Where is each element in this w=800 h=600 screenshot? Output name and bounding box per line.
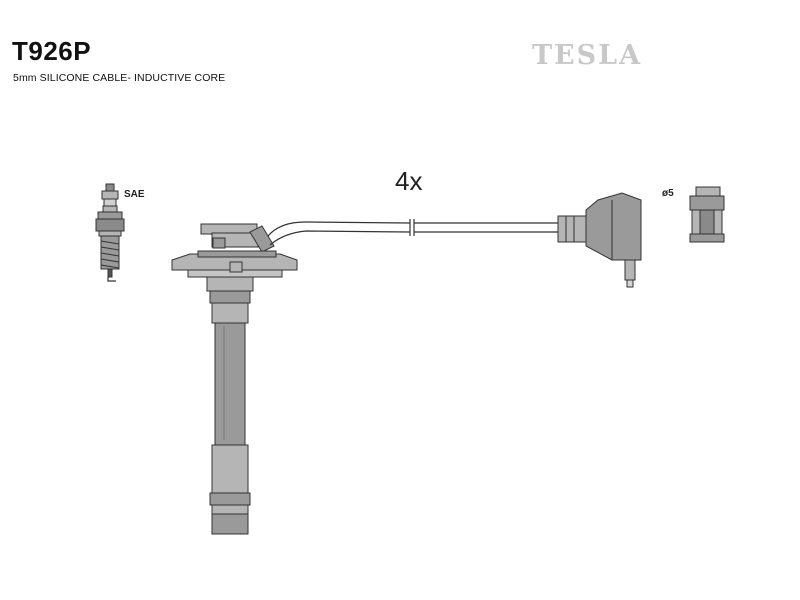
spark-plug-icon	[95, 183, 125, 282]
cable-spec-subtitle: 5mm SILICONE CABLE- INDUCTIVE CORE	[13, 72, 226, 84]
spark-plug-label: SAE	[124, 189, 145, 200]
ignition-cable	[267, 219, 560, 246]
part-number-title: T926P	[12, 36, 92, 66]
angled-plug-boot-icon	[557, 192, 642, 288]
terminal-connector-icon	[689, 186, 725, 243]
terminal-diameter-label: ø5	[662, 188, 674, 199]
coil-boot-connector-icon	[171, 223, 298, 535]
brand-logo: TESLA	[532, 40, 643, 71]
quantity-label: 4x	[395, 166, 422, 196]
